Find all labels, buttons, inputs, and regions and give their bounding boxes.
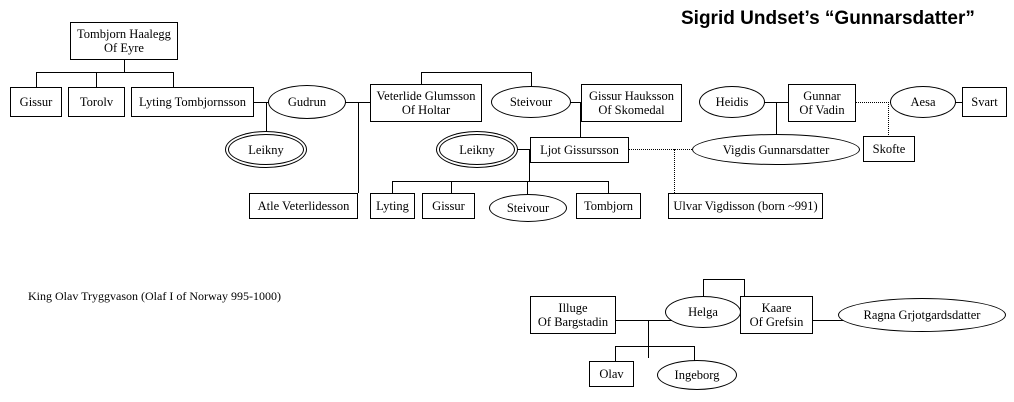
- connector-drop-skofte-dotted: [888, 102, 889, 137]
- connector-drop-tombjorn-2: [608, 181, 609, 193]
- connector-ljot-vigdis-dotted: [628, 149, 694, 150]
- connector-illuge-helga: [615, 320, 673, 321]
- connector-tombjorn-sibling-bar: [36, 72, 173, 73]
- connector-drop-ulvar-dotted: [674, 149, 675, 193]
- node-ljot-gissursson[interactable]: Ljot Gissursson: [530, 137, 629, 163]
- node-vigdis-gunnarsdatter[interactable]: Vigdis Gunnarsdatter: [692, 134, 860, 165]
- node-gissur-2[interactable]: Gissur: [422, 193, 475, 219]
- node-skofte[interactable]: Skofte: [863, 136, 915, 162]
- connector-drop-gissur-2: [451, 181, 452, 193]
- node-aesa[interactable]: Aesa: [890, 86, 956, 118]
- node-lyting-tombjornsson[interactable]: Lyting Tombjornsson: [131, 87, 254, 117]
- connector-steivour-gissur: [568, 102, 583, 103]
- connector-leikny-ljot-sibling-bar: [392, 181, 608, 182]
- connector-drop-leikny-1: [266, 102, 267, 136]
- connector-drop-atle: [358, 102, 359, 193]
- connector-drop-steivour-2: [527, 181, 528, 194]
- node-kaare-of-grefsin[interactable]: Kaare Of Grefsin: [740, 296, 813, 334]
- node-olav[interactable]: Olav: [589, 361, 634, 387]
- node-helga[interactable]: Helga: [665, 296, 741, 328]
- connector-leikny-ljot-drop: [529, 149, 530, 181]
- node-heidis[interactable]: Heidis: [699, 86, 765, 118]
- connector-drop-ljot: [580, 102, 581, 138]
- annotation-king-olav: King Olav Tryggvason (Olaf I of Norway 9…: [28, 289, 281, 303]
- connector-drop-lyting: [173, 72, 174, 87]
- connector-illuge-helga-drop: [648, 320, 649, 358]
- node-tombjorn-2[interactable]: Tombjorn: [576, 193, 641, 219]
- connector-drop-olav: [615, 346, 616, 361]
- node-lyting-2[interactable]: Lyting: [370, 193, 415, 219]
- node-svart[interactable]: Svart: [962, 87, 1007, 117]
- node-ulvar-vigdisson[interactable]: Ulvar Vigdisson (born ~991): [668, 193, 823, 219]
- connector-drop-kaare: [744, 279, 745, 296]
- node-steivour-1[interactable]: Steivour: [491, 86, 571, 118]
- node-gunnar-of-vadin[interactable]: Gunnar Of Vadin: [788, 84, 856, 122]
- node-ingeborg[interactable]: Ingeborg: [657, 360, 737, 390]
- connector-drop-torolv: [96, 72, 97, 87]
- connector-gunnar-aesa-dotted: [855, 102, 897, 103]
- node-steivour-2[interactable]: Steivour: [489, 194, 567, 222]
- connector-veterlide-steivour-bar: [421, 72, 531, 73]
- node-illuge-of-bargstadin[interactable]: Illuge Of Bargstadin: [530, 296, 616, 334]
- connector-drop-vigdis: [776, 102, 777, 142]
- node-leikny-1[interactable]: Leikny: [228, 134, 304, 165]
- connector-illuge-helga-sibling-bar: [615, 346, 694, 347]
- connector-drop-steivour-1: [531, 72, 532, 86]
- page-title: Sigrid Undset’s “Gunnarsdatter”: [681, 8, 975, 29]
- connector-helga-kaare-bar: [703, 279, 744, 280]
- connector-drop-ingeborg: [694, 346, 695, 361]
- node-veterlide-glumsson[interactable]: Veterlide Glumsson Of Holtar: [370, 84, 482, 122]
- node-tombjorn-haalegg[interactable]: Tombjorn Haalegg Of Eyre: [70, 22, 178, 60]
- connector-tombjorn-drop: [124, 60, 125, 72]
- connector-aesa-svart: [953, 102, 964, 103]
- connector-lyting-gudrun: [254, 102, 270, 103]
- connector-drop-gissur1: [36, 72, 37, 87]
- node-leikny-2[interactable]: Leikny: [439, 134, 515, 165]
- node-gissur-1[interactable]: Gissur: [10, 87, 62, 117]
- connector-kaare-ragna: [812, 320, 845, 321]
- connector-drop-helga: [703, 279, 704, 297]
- connector-drop-lyting-2: [392, 181, 393, 193]
- connector-leikny-ljot: [513, 149, 531, 150]
- node-ragna-grjotgardsdatter[interactable]: Ragna Grjotgardsdatter: [838, 298, 1006, 332]
- connector-drop-veterlide: [421, 72, 422, 84]
- node-gudrun[interactable]: Gudrun: [268, 85, 346, 119]
- node-gissur-hauksson[interactable]: Gissur Hauksson Of Skomedal: [581, 84, 682, 122]
- node-torolv[interactable]: Torolv: [68, 87, 125, 117]
- node-atle-veterlidesson[interactable]: Atle Veterlidesson: [249, 193, 358, 219]
